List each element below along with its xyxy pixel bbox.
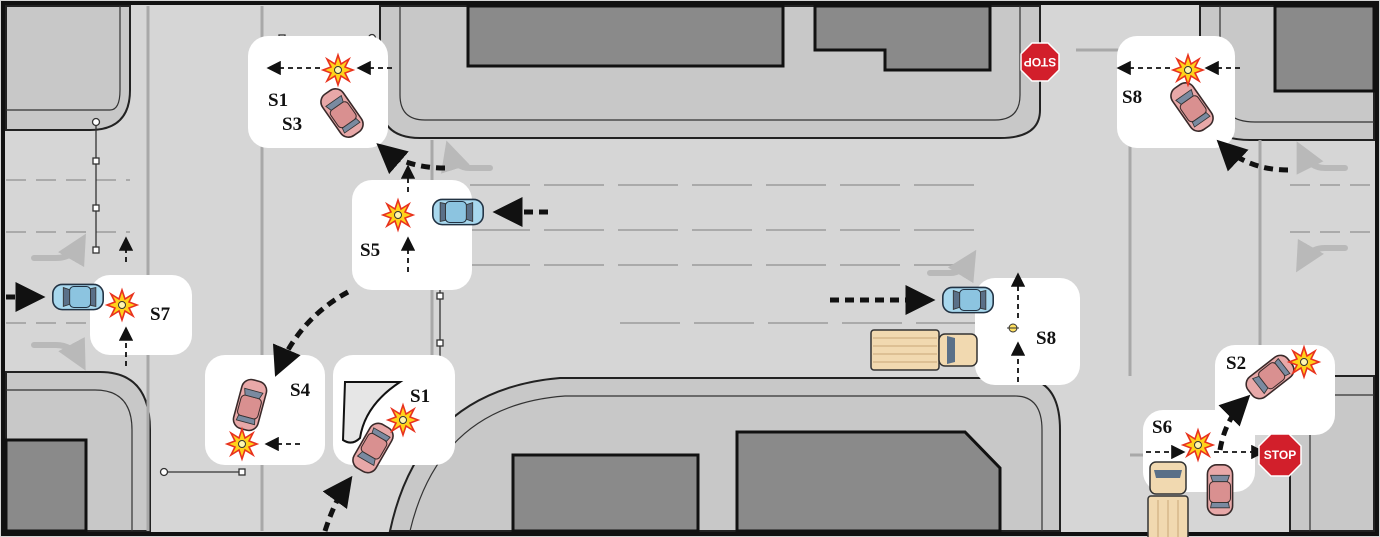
vehicle-truck-bottom — [1147, 461, 1189, 537]
label-s6: S6 — [1152, 417, 1172, 438]
vehicle-car-s6 — [1206, 464, 1234, 516]
label-s2: S2 — [1226, 353, 1246, 374]
label-s8-top: S8 — [1122, 87, 1142, 108]
label-s5: S5 — [360, 240, 380, 261]
lane-turn-arrows — [31, 140, 1348, 371]
pedestrian-path-arrows — [118, 60, 1266, 460]
label-s8-mid: S8 — [1036, 328, 1056, 349]
traffic-island — [341, 381, 404, 444]
vehicle-car-s7 — [52, 283, 104, 311]
label-s3-top: S3 — [282, 114, 302, 135]
buildings — [4, 4, 1376, 533]
stop-sign-bottom-text: STOP — [1264, 448, 1296, 462]
label-s1-bottom: S1 — [410, 386, 430, 407]
stop-sign-top-text: STOP — [1024, 55, 1056, 69]
stop-sign-bottom: STOP — [1258, 433, 1302, 477]
vehicle-truck-mid — [870, 329, 978, 371]
scenario-labels: S1 S3 S5 S7 S4 S1 S8 S8 S2 S6 — [150, 87, 1246, 438]
label-s7: S7 — [150, 304, 171, 325]
label-s1-top: S1 — [268, 90, 288, 111]
vehicle-car-s5 — [432, 198, 484, 226]
stop-sign-top: STOP — [1020, 42, 1060, 82]
label-s4: S4 — [290, 380, 311, 401]
pedestrian-icon — [1007, 323, 1019, 333]
vehicles — [52, 78, 1299, 537]
vehicle-car-s8-mid — [942, 286, 994, 314]
vehicle-path-arrows — [6, 139, 1289, 532]
